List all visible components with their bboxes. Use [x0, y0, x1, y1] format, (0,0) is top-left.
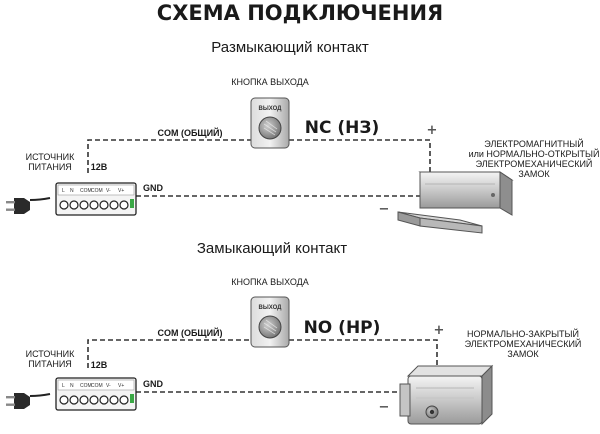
contact-label: NO (НР) — [304, 318, 381, 338]
voltage-label: 12В — [91, 162, 108, 172]
minus-sign: − — [379, 202, 390, 217]
plus-sign: + — [434, 323, 445, 338]
terminal-com-1: COM — [80, 188, 92, 194]
power-supply: L N COM COM V- V+ — [55, 182, 137, 216]
section-normally-open: Замыкающий контакт КНОПКА ВЫХОДА ВЫХОД C… — [6, 240, 582, 426]
minus-sign: − — [379, 400, 390, 415]
com-label: COM (ОБЩИЙ) — [157, 327, 222, 338]
terminal-l: L — [62, 188, 65, 194]
terminal-com-1: COM — [80, 383, 92, 389]
lock-desc-line-3: ЗАМОК — [507, 349, 539, 359]
plus-sign: + — [427, 123, 438, 138]
exit-button-label: КНОПКА ВЫХОДА — [231, 277, 309, 287]
power-label-1: ИСТОЧНИК — [26, 349, 76, 359]
contact-label: NC (НЗ) — [305, 118, 379, 138]
lock-desc-line-2: или НОРМАЛЬНО-ОТКРЫТЫЙ — [469, 148, 600, 159]
terminal-v-minus: V- — [106, 383, 111, 389]
gnd-label: GND — [143, 379, 164, 389]
power-cord — [29, 197, 51, 201]
lock-desc-line-1: ЭЛЕКТРОМАГНИТНЫЙ — [484, 138, 583, 149]
exit-button[interactable]: ВЫХОД — [250, 97, 290, 149]
lock-desc-line-3: ЭЛЕКТРОМЕХАНИЧЕСКИЙ — [476, 158, 593, 169]
power-label-1: ИСТОЧНИК — [26, 152, 76, 162]
com-label: COM (ОБЩИЙ) — [157, 127, 222, 138]
terminal-v-plus: V+ — [118, 383, 124, 389]
terminal-l: L — [62, 383, 65, 389]
exit-button[interactable]: ВЫХОД — [250, 296, 290, 348]
electromagnetic-lock — [397, 171, 514, 234]
no-wire — [289, 339, 438, 372]
terminal-n: N — [70, 188, 74, 194]
terminal-n: N — [70, 383, 74, 389]
power-plug — [6, 198, 30, 214]
page-title: СХЕМА ПОДКЛЮЧЕНИЯ — [157, 1, 443, 25]
exit-button-label: КНОПКА ВЫХОДА — [231, 77, 309, 87]
lock-desc-line-4: ЗАМОК — [518, 169, 550, 179]
section-heading: Замыкающий контакт — [197, 240, 347, 257]
com-wire — [87, 339, 255, 368]
terminal-com-2: COM — [91, 188, 103, 194]
exit-button-face: ВЫХОД — [259, 106, 283, 112]
power-label-2: ПИТАНИЯ — [28, 162, 72, 172]
terminal-v-minus: V- — [106, 188, 111, 194]
lock-desc-line-1: НОРМАЛЬНО-ЗАКРЫТЫЙ — [467, 328, 579, 339]
nc-wire — [289, 139, 431, 178]
exit-button-face: ВЫХОД — [259, 305, 283, 311]
terminal-com-2: COM — [91, 383, 103, 389]
power-plug — [6, 393, 30, 409]
section-normally-closed: Размыкающий контакт КНОПКА ВЫХОДА ВЫХОД … — [6, 39, 600, 234]
electromechanical-lock — [399, 364, 494, 426]
voltage-label: 12В — [91, 360, 108, 370]
terminal-v-plus: V+ — [118, 188, 124, 194]
section-heading: Размыкающий контакт — [211, 39, 369, 56]
com-wire — [87, 139, 255, 173]
power-supply: L N COM COM V- V+ — [55, 377, 137, 411]
power-label-2: ПИТАНИЯ — [28, 359, 72, 369]
gnd-label: GND — [143, 183, 164, 193]
lock-desc-line-2: ЭЛЕКТРОМЕХАНИЧЕСКИЙ — [465, 338, 582, 349]
power-cord — [29, 393, 51, 397]
